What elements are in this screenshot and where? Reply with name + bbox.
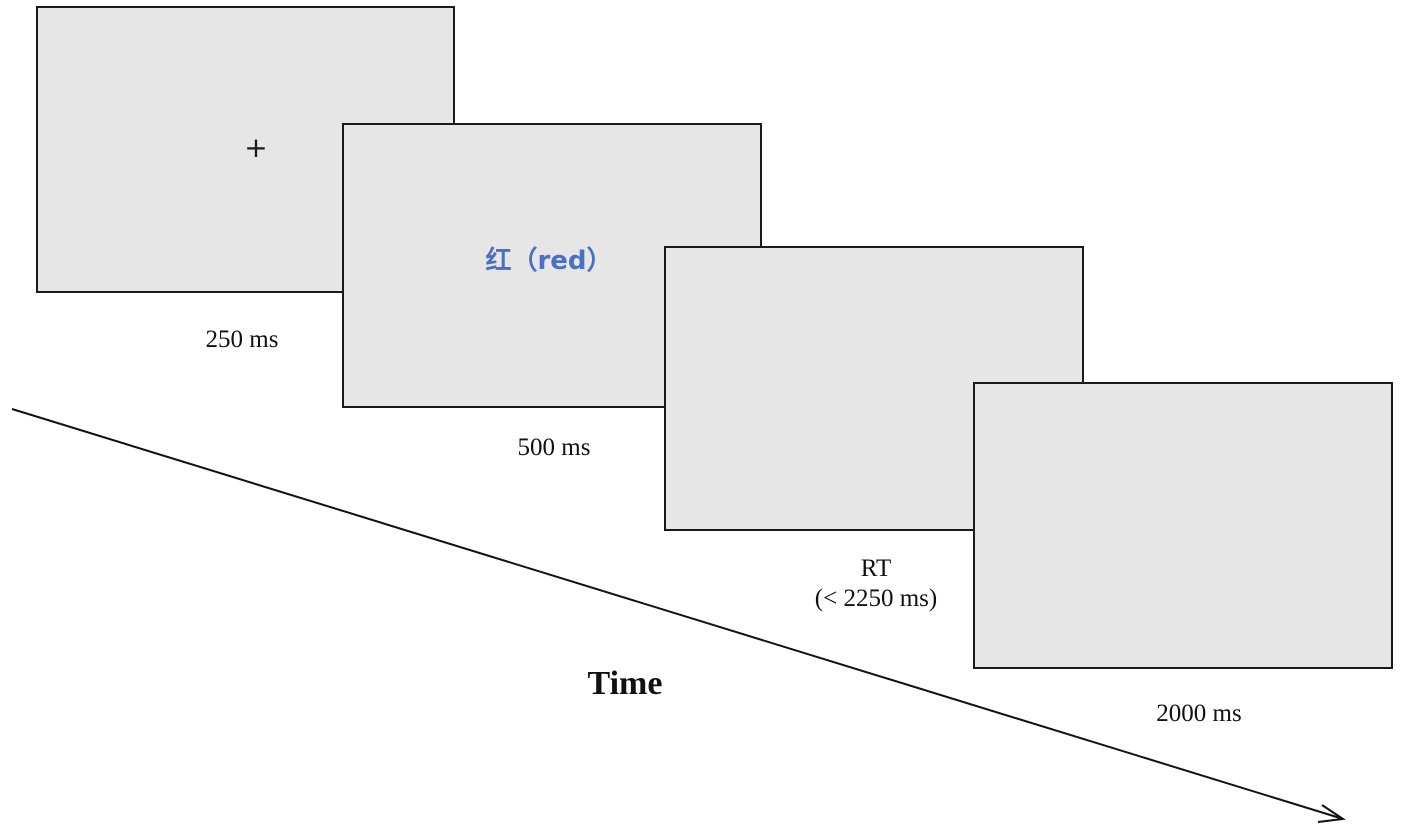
- stimulus-duration: 500 ms: [517, 434, 591, 461]
- response-duration: RT (< 2250 ms): [776, 554, 976, 614]
- fixation-cross: +: [244, 131, 268, 164]
- color-word-stimulus: 红（red）: [485, 246, 613, 276]
- fixation-duration: 250 ms: [205, 326, 279, 353]
- blank-duration: 2000 ms: [1156, 700, 1242, 727]
- time-label: Time: [587, 665, 663, 702]
- blank-screen: [973, 382, 1393, 669]
- arrow-right-icon: [1317, 804, 1346, 823]
- response-duration-limit: (< 2250 ms): [814, 585, 938, 612]
- response-duration-label: RT: [860, 555, 892, 582]
